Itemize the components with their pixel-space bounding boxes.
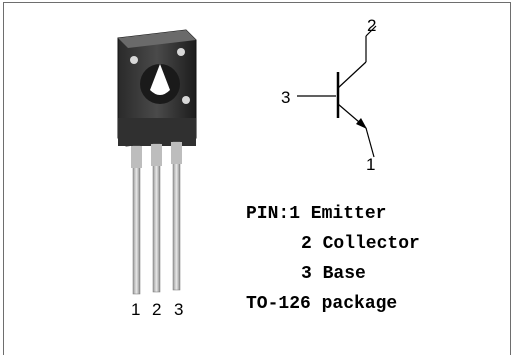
diagram-frame [3,2,511,355]
symbol-pin-emitter-label: 1 [366,155,376,174]
body-dot-right [182,96,190,104]
collector-tick [365,25,377,37]
mounting-hole [150,64,170,95]
lead-2 [152,143,161,293]
lead-label-3: 3 [174,300,184,319]
emitter-arrow-icon [356,118,367,129]
package-name: TO-126 package [246,294,398,314]
lead-1 [132,145,141,295]
symbol-pin-collector-label: 2 [367,16,377,35]
symbol-pin-base-label: 3 [281,88,291,107]
package-leads [131,141,182,295]
lead-label-1: 1 [131,300,141,319]
lead-3 [172,141,181,291]
collector-wire [337,61,367,89]
body-dot-top-right [177,48,185,56]
lead-label-2: 2 [152,300,162,319]
pin-line-base: 3 Base [301,264,366,284]
pin-line-collector: 2 Collector [301,234,420,254]
npn-transistor-symbol [297,25,377,158]
body-dot-top-left [130,56,138,64]
to126-package-body [117,29,197,147]
pin-line-emitter: PIN:1 Emitter [246,204,387,224]
emitter-lead [365,127,375,158]
